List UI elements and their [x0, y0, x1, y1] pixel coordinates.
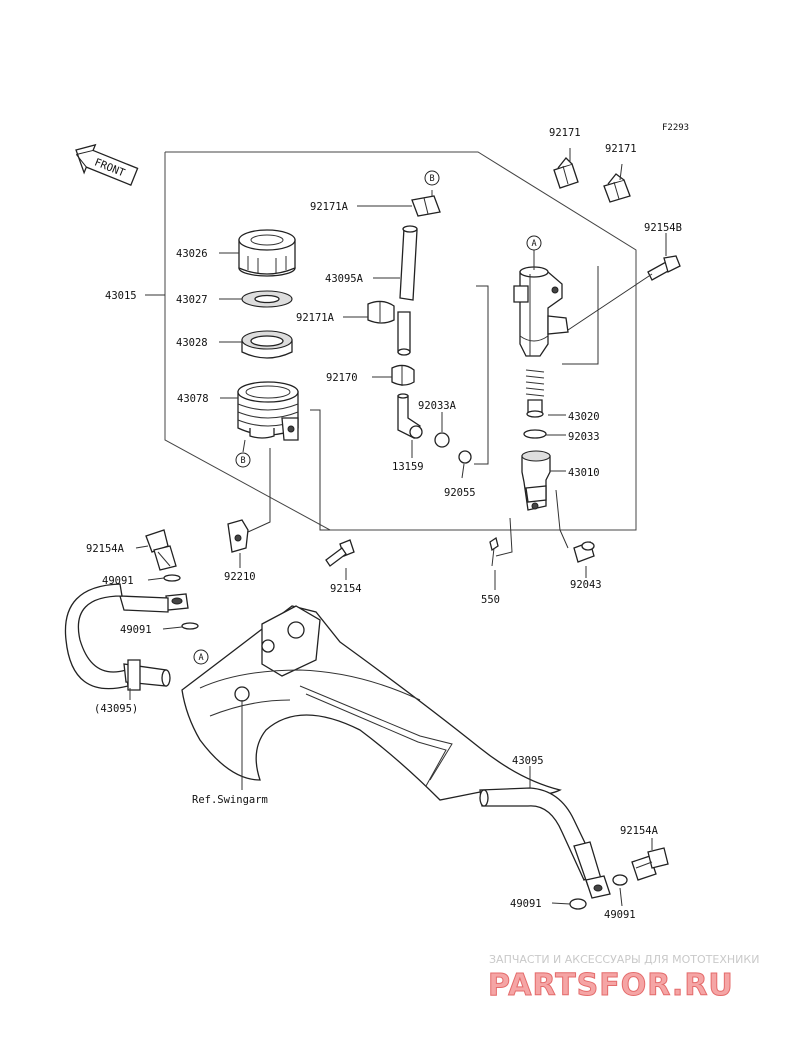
label-49091-upper: 49091: [102, 575, 134, 587]
svg-text:A: A: [531, 239, 536, 249]
figure-code: F2293: [662, 123, 689, 133]
callout-a-lower: A: [193, 649, 209, 665]
ring-92033A: [434, 432, 450, 448]
label-43028: 43028: [176, 337, 208, 349]
label-43020: 43020: [568, 411, 600, 423]
washer-49091-upper: [163, 574, 181, 582]
label-43026: 43026: [176, 248, 208, 260]
label-92033: 92033: [568, 431, 600, 443]
watermark-logo: PARTSFOR.RU: [488, 968, 734, 1003]
label-43015: 43015: [105, 290, 137, 302]
callout-b-lower: B: [235, 452, 251, 468]
label-13159: 13159: [392, 461, 424, 473]
label-43078: 43078: [177, 393, 209, 405]
ring-92055: [458, 450, 472, 464]
assembly-frame: [164, 151, 637, 531]
label-92043: 92043: [570, 579, 602, 591]
label-43095: 43095: [512, 755, 544, 767]
leader-lines: [145, 148, 667, 590]
label-43027: 43027: [176, 294, 208, 306]
ring-92033: [523, 429, 547, 439]
hose-43095A: [397, 225, 418, 356]
svg-text:A: A: [198, 653, 203, 663]
banjo-fitting-upper: [165, 593, 189, 611]
label-92154B: 92154B: [644, 222, 682, 234]
label-43095-ref: (43095): [94, 703, 138, 715]
washer-49091-b2: [612, 874, 628, 886]
label-92033A: 92033A: [418, 400, 457, 412]
label-92210: 92210: [224, 571, 256, 583]
clamp-92171A-top: [411, 195, 441, 217]
master-cylinder-body: [513, 266, 569, 357]
label-92171-a: 92171: [549, 127, 581, 139]
label-49091-b1: 49091: [510, 898, 542, 910]
banjo-bolt-92154A-lower: [631, 847, 669, 881]
label-92171-b: 92171: [605, 143, 637, 155]
label-ref-swingarm: Ref.Swingarm: [192, 794, 268, 806]
reservoir-43078: [237, 381, 299, 441]
label-49091-lower: 49091: [120, 624, 152, 636]
label-43095A: 43095A: [325, 273, 364, 285]
pin-550: [489, 536, 499, 567]
bolt-92154B: [567, 255, 681, 331]
label-92154A-lower: 92154A: [620, 825, 659, 837]
watermark-tagline: ЗАПЧАСТИ И АКСЕССУАРЫ ДЛЯ МОТОТЕХНИКИ: [489, 953, 759, 966]
label-92170: 92170: [326, 372, 358, 384]
label-92171A-mid: 92171A: [296, 312, 335, 324]
label-43010: 43010: [568, 467, 600, 479]
washer-49091-lower: [181, 622, 199, 630]
spring-43020: [525, 369, 545, 418]
swingarm: [181, 605, 562, 801]
pin-92043: [573, 541, 595, 563]
clamp-92171A-mid: [367, 300, 395, 324]
bracket-92210: [227, 519, 249, 553]
svg-text:B: B: [240, 456, 245, 466]
washer-49091-b1: [569, 898, 587, 910]
label-92171A-top: 92171A: [310, 201, 349, 213]
callout-a-upper: A: [526, 235, 542, 251]
clamp-92171-a: [553, 157, 579, 189]
label-92055: 92055: [444, 487, 476, 499]
leader-lines-lower: [129, 545, 653, 907]
callout-b-upper: B: [424, 170, 440, 186]
joint-13159: [397, 393, 423, 439]
front-arrow: FRONT: [75, 143, 139, 186]
label-49091-b2: 49091: [604, 909, 636, 921]
label-92154A-upper: 92154A: [86, 543, 125, 555]
reservoir-cap-43026: [238, 229, 296, 277]
hose-43095-lower: [479, 787, 611, 899]
hose-43095-left: [64, 583, 171, 691]
plate-43027: [241, 290, 293, 308]
bolt-92154: [325, 539, 355, 567]
clamp-92170: [391, 364, 415, 386]
part-labels: 92171 92171 92154B 92171A 43026 43095A 4…: [86, 127, 682, 921]
piston-43010: [521, 450, 551, 511]
label-550: 550: [481, 594, 500, 606]
diaphragm-43028: [241, 330, 293, 359]
clamp-92171-b: [603, 173, 631, 203]
svg-text:B: B: [429, 174, 434, 184]
banjo-bolt-92154A-upper: [145, 529, 177, 571]
label-92154: 92154: [330, 583, 362, 595]
watermark: ЗАПЧАСТИ И АКСЕССУАРЫ ДЛЯ МОТОТЕХНИКИ PA…: [488, 953, 760, 1004]
